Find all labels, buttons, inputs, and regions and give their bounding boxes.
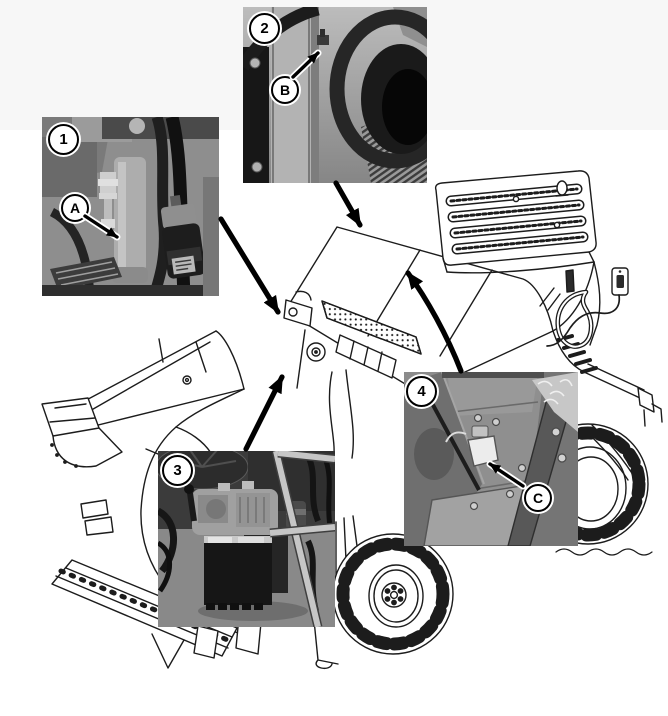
callout-number-3: 3 bbox=[162, 455, 193, 486]
roof-knob bbox=[553, 221, 561, 229]
support-leg bbox=[151, 633, 185, 669]
power-cord-plug bbox=[546, 267, 629, 347]
shroud-ring bbox=[329, 9, 427, 169]
side-panel-connector-photo bbox=[404, 372, 578, 546]
mud-flap bbox=[193, 625, 219, 659]
callout-number-4: 4 bbox=[406, 376, 437, 407]
leader-line bbox=[145, 448, 159, 455]
connector-arrow-1 bbox=[218, 216, 281, 315]
cab bbox=[434, 170, 629, 374]
battery bbox=[204, 543, 272, 605]
grab-rail bbox=[555, 289, 594, 349]
callout-letter-C: C bbox=[524, 484, 552, 512]
connector-arrow-2 bbox=[333, 180, 363, 228]
inset-photo-4 bbox=[404, 372, 578, 546]
roof-knob bbox=[512, 195, 520, 203]
inset-photo-3 bbox=[158, 451, 335, 627]
side-reflectors bbox=[80, 499, 114, 536]
windshield-glass-marks bbox=[539, 287, 561, 311]
callout-number-2: 2 bbox=[249, 13, 280, 44]
handrail-tubes bbox=[269, 451, 335, 627]
straw-debris bbox=[532, 372, 578, 432]
callout-arrow-C-icon bbox=[488, 462, 525, 488]
battery-compartment-photo bbox=[158, 451, 335, 627]
door-handle bbox=[565, 269, 575, 293]
rear-deck bbox=[552, 330, 663, 427]
connector-arrow-4 bbox=[405, 270, 464, 374]
bleed-fitting bbox=[317, 35, 329, 45]
drain-connector bbox=[445, 425, 499, 467]
callout-letter-B: B bbox=[271, 76, 299, 104]
hood-prop-rod bbox=[296, 329, 306, 389]
boom-stop bbox=[158, 338, 164, 363]
boom-arm bbox=[41, 330, 245, 468]
engine-deck bbox=[283, 290, 422, 463]
callout-arrow-A-icon bbox=[83, 214, 119, 239]
connector-arrow-3 bbox=[243, 374, 285, 452]
ground-stubble bbox=[555, 548, 653, 556]
fuel-solenoid bbox=[160, 194, 206, 279]
hood-latch bbox=[283, 299, 313, 327]
callout-letter-A: A bbox=[61, 194, 89, 222]
cab-roof-louvers bbox=[445, 183, 589, 255]
callout-arrow-B-icon bbox=[291, 51, 320, 79]
callout-number-1: 1 bbox=[48, 124, 79, 155]
front-wheel bbox=[332, 533, 454, 655]
